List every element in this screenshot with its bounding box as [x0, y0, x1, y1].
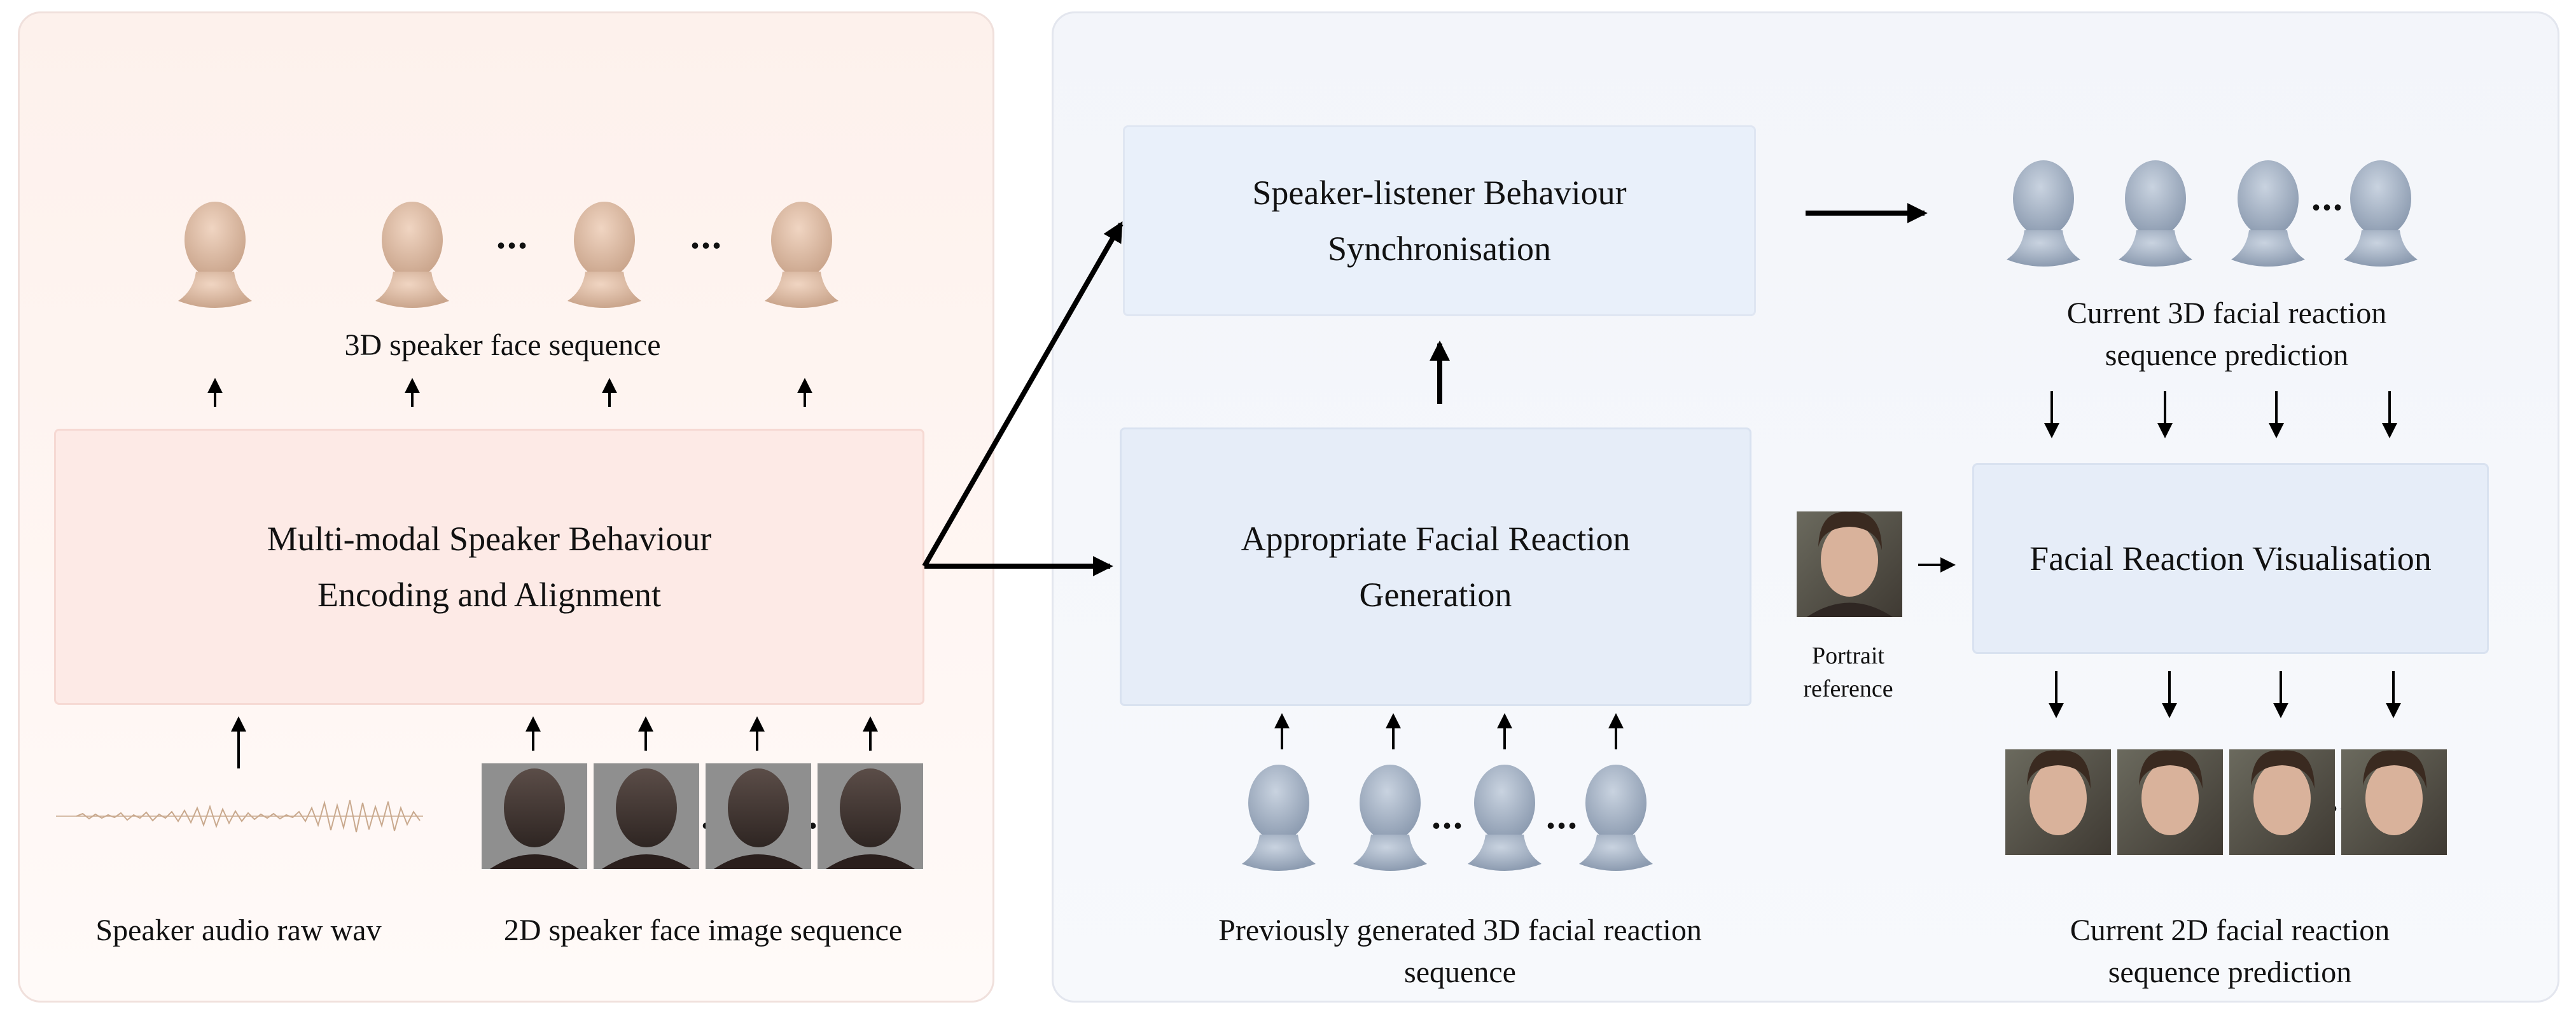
- previous-3d-head: [1468, 765, 1542, 871]
- audio-caption: Speaker audio raw wav: [95, 913, 382, 947]
- predicted-2d-image: [2117, 749, 2223, 855]
- predicted-2d-image: [2229, 749, 2335, 855]
- speaker-face-sequence-caption: 3D speaker face sequence: [344, 328, 661, 362]
- up-arrows: [207, 378, 1624, 768]
- encoding-alignment-box: Multi-modal Speaker Behaviour Encoding a…: [54, 429, 924, 705]
- previous-3d-head: [1579, 765, 1653, 871]
- previous-3d-head: [1242, 765, 1316, 871]
- portrait-reference-caption: Portrait reference: [1803, 642, 1893, 702]
- down-arrows: [1918, 391, 2401, 718]
- pred3d-caption: Current 3D facial reaction sequence pred…: [2066, 296, 2387, 372]
- speaker-3d-head: [178, 202, 252, 308]
- audio-waveform: [56, 800, 423, 833]
- portrait-reference-image: [1797, 511, 1902, 617]
- predicted-3d-heads: [2007, 160, 2418, 267]
- speaker-face-image: [482, 763, 587, 869]
- pred2d-caption: Current 2D facial reaction sequence pred…: [2070, 913, 2390, 989]
- synchronisation-box: Speaker-listener Behaviour Synchronisati…: [1123, 125, 1756, 316]
- reaction-generation-box: Appropriate Facial Reaction Generation: [1120, 427, 1751, 706]
- previous-3d-heads: [1242, 765, 1653, 871]
- previous-3d-head: [1353, 765, 1427, 871]
- speaker-face-images: [482, 763, 923, 869]
- speaker-3d-heads: [178, 202, 839, 308]
- speaker-face-image: [594, 763, 699, 869]
- speaker-3d-head: [765, 202, 839, 308]
- image-sequence-caption: 2D speaker face image sequence: [503, 913, 903, 947]
- predicted-2d-images: [2005, 749, 2447, 855]
- previous-sequence-caption: Previously generated 3D facial reaction …: [1218, 913, 1702, 989]
- main-flow-arrows: [922, 203, 1928, 576]
- speaker-face-image: [818, 763, 923, 869]
- speaker-face-image: [706, 763, 811, 869]
- speaker-3d-head: [567, 202, 641, 308]
- reaction-visualisation-box: Facial Reaction Visualisation: [1972, 463, 2489, 654]
- arrow: [922, 221, 1124, 567]
- predicted-2d-image: [2341, 749, 2447, 855]
- speaker-3d-head: [375, 202, 449, 308]
- predicted-2d-image: [2005, 749, 2111, 855]
- predicted-3d-head: [2007, 160, 2080, 267]
- predicted-3d-head: [2119, 160, 2192, 267]
- predicted-3d-head: [2344, 160, 2418, 267]
- predicted-3d-head: [2231, 160, 2305, 267]
